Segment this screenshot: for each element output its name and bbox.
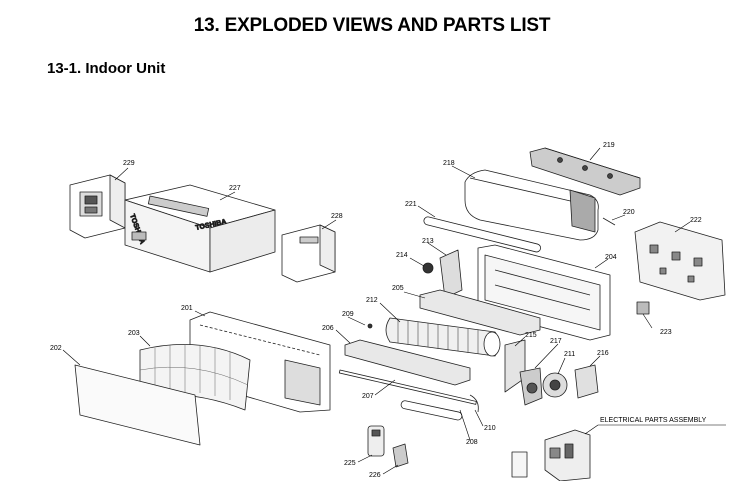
part-217-motor-band	[519, 367, 543, 406]
part-220-spring	[602, 217, 616, 226]
callout-223: 223	[660, 329, 672, 336]
callout-209: 209	[342, 311, 354, 318]
callout-204: 204	[605, 254, 617, 261]
part-208-pipe	[400, 400, 463, 421]
callout-210: 210	[484, 425, 496, 432]
callout-216: 216	[597, 350, 609, 357]
callout-219: 219	[603, 142, 615, 149]
part-213-bracket	[439, 249, 463, 299]
part-229-terminal-box	[69, 174, 126, 239]
callout-215: 215	[525, 332, 537, 339]
part-223-small-bracket	[636, 301, 650, 315]
part-202-front-panel	[74, 364, 201, 446]
part-227-housing: TOSHIBA TOSHIBA	[124, 184, 276, 273]
electrical-parts-label: ELECTRICAL PARTS ASSEMBLY	[600, 417, 707, 424]
callout-220: 220	[623, 209, 635, 216]
part-222-mounting-plate	[634, 221, 726, 301]
callout-202: 202	[50, 345, 62, 352]
part-221-rod	[423, 216, 541, 253]
callout-211: 211	[564, 351, 575, 358]
callout-207: 207	[362, 393, 374, 400]
part-210-swing-motor	[469, 394, 479, 413]
callout-213: 213	[422, 238, 434, 245]
callout-203: 203	[128, 330, 140, 337]
callout-226: 226	[369, 472, 381, 479]
callout-201: 201	[181, 305, 193, 312]
electrical-parts-assembly	[511, 429, 591, 481]
callout-212: 212	[366, 297, 378, 304]
part-212-cross-fan	[385, 317, 501, 357]
callout-228: 228	[331, 213, 343, 220]
part-206-louver	[344, 339, 471, 386]
callout-227: 227	[229, 185, 241, 192]
callout-218: 218	[443, 160, 455, 167]
callout-214: 214	[396, 252, 408, 259]
part-218-front-panel	[464, 169, 599, 241]
callout-206: 206	[322, 325, 334, 332]
part-207-horizontal-louver	[338, 369, 477, 405]
part-205-drain-tray	[419, 289, 541, 336]
leader-lines	[62, 147, 726, 475]
part-214-bearing	[422, 262, 434, 274]
page-reference: – –	[725, 0, 738, 3]
callout-208: 208	[466, 439, 478, 446]
callout-222: 222	[690, 217, 702, 224]
callout-217: 217	[550, 338, 562, 345]
part-228-side-cover	[281, 224, 336, 283]
part-216-motor-holder	[574, 364, 599, 399]
part-219-top-grille	[529, 147, 641, 196]
callout-205: 205	[392, 285, 404, 292]
callout-225: 225	[344, 460, 356, 467]
part-225-remote	[367, 425, 385, 457]
page-title: 13. EXPLODED VIEWS AND PARTS LIST	[193, 15, 551, 36]
callout-229: 229	[123, 160, 135, 167]
part-226-remote-holder	[392, 443, 409, 468]
callout-221: 221	[405, 201, 417, 208]
part-209-screw	[367, 323, 373, 329]
callout-labels: 229 227 228 218 219 221 220 222 213 204 …	[50, 142, 707, 479]
part-211-fan-motor	[542, 372, 568, 398]
section-subtitle: 13-1. Indoor Unit	[47, 60, 166, 77]
